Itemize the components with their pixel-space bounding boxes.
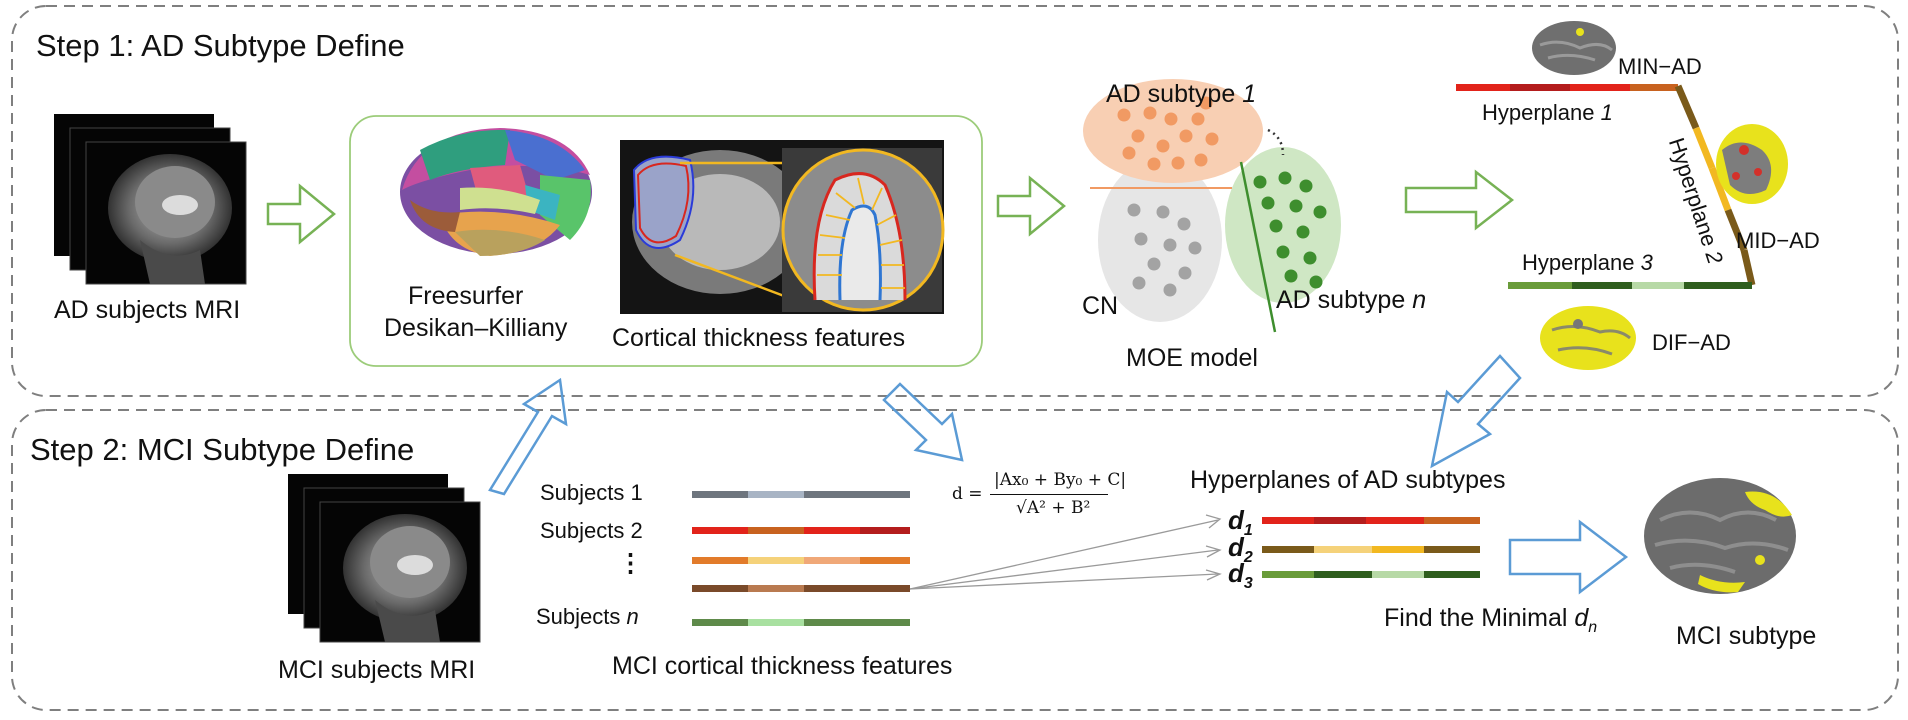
step2-panel <box>11 409 1899 711</box>
atlas-label-line2: Desikan–Killiany <box>384 314 568 342</box>
ad-mri-stack <box>54 114 247 285</box>
subject-4-bar <box>692 585 910 592</box>
min-ad-brain <box>1532 21 1616 75</box>
subject-n-bar <box>692 619 910 626</box>
step1-title: Step 1: AD Subtype Define <box>36 28 405 63</box>
step1-panel <box>11 5 1899 397</box>
mci-features-label: MCI cortical thickness features <box>612 652 953 680</box>
hyperplane-1-label: Hyperplane 1 <box>1482 100 1613 125</box>
minimal-to-subtype-arrow <box>1508 519 1629 595</box>
mci-to-freesurfer-arrow <box>488 377 568 496</box>
step1-arrow-3 <box>1404 169 1515 231</box>
hyperplanes-down-arrow <box>1430 354 1522 469</box>
mci-mri-label: MCI subjects MRI <box>278 656 476 684</box>
subtype-1-dots <box>1117 96 1219 171</box>
step2-title: Step 2: MCI Subtype Define <box>30 432 415 467</box>
subject-2-label: Subjects 2 <box>540 518 643 543</box>
hyperplane-diagram <box>1456 21 1788 370</box>
moe-cn-label: CN <box>1082 292 1119 320</box>
features-down-arrow <box>882 382 964 462</box>
moe-cluster-diagram <box>1083 79 1341 333</box>
hyperplane-1-bar <box>1456 84 1678 91</box>
cortical-thickness-label: Cortical thickness features <box>612 324 906 352</box>
subject-1-bar <box>692 491 910 498</box>
mid-ad-brain <box>1716 124 1788 204</box>
formula-denominator: √A² + B² <box>1016 498 1091 518</box>
moe-boundary-2 <box>1239 161 1277 333</box>
ad-mri-label: AD subjects MRI <box>54 296 241 324</box>
mci-subtype-label: MCI subtype <box>1676 622 1817 650</box>
distance-lines <box>909 514 1222 590</box>
step1-arrow-1 <box>266 183 336 245</box>
d3-bar <box>1262 571 1480 578</box>
cortical-thickness-image <box>620 140 945 314</box>
cn-cluster <box>1098 158 1222 322</box>
hyperplanes-of-ad-subtypes-label: Hyperplanes of AD subtypes <box>1190 466 1506 494</box>
d3-label: d3 <box>1228 558 1253 593</box>
parcellated-brain <box>400 128 592 256</box>
d2-bar <box>1262 546 1480 553</box>
mci-subtype-brain <box>1644 478 1796 594</box>
mid-ad-label: MID−AD <box>1736 228 1820 253</box>
subtype-n-dots <box>1253 171 1327 289</box>
find-minimal-label: Find the Minimal dn <box>1384 604 1598 636</box>
formula-numerator: |Ax₀ + By₀ + C| <box>994 470 1127 490</box>
d1-label: d1 <box>1228 505 1253 540</box>
moe-subtype-n-label: AD subtype n <box>1276 286 1427 314</box>
subject-2-bar <box>692 527 910 534</box>
dif-ad-label: DIF−AD <box>1652 330 1731 355</box>
moe-model-label: MOE model <box>1126 344 1258 372</box>
cn-dots <box>1127 203 1202 297</box>
dif-ad-brain <box>1540 306 1636 370</box>
hyperplane-3-label: Hyperplane 3 <box>1522 250 1653 275</box>
feature-extraction-box <box>349 115 983 367</box>
mci-mri-stack <box>288 474 481 643</box>
subjects-ellipsis: ⋮ <box>618 549 643 577</box>
subject-n-label: Subjects n <box>536 604 639 629</box>
subject-3-bar <box>692 557 910 564</box>
d1-bar <box>1262 517 1480 524</box>
atlas-label-line1: Freesurfer <box>408 282 524 310</box>
subject-1-label: Subjects 1 <box>540 480 643 505</box>
d2-label: d2 <box>1228 532 1253 567</box>
min-ad-label: MIN−AD <box>1618 54 1702 79</box>
hyperplane-3-bar <box>1508 282 1752 289</box>
moe-subtype-1-label: AD subtype 1 <box>1106 80 1257 108</box>
step1-arrow-2 <box>996 175 1066 237</box>
hyperplane-2-bar <box>1674 84 1756 286</box>
